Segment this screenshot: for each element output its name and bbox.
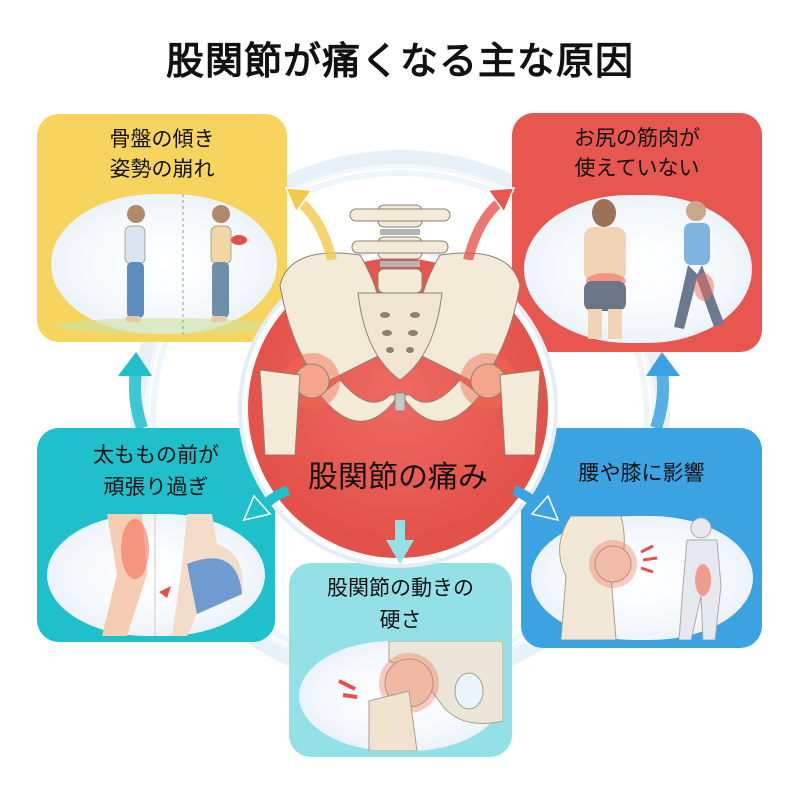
arrow-to-quads-icon bbox=[242, 485, 290, 522]
cause-label-line2: 硬さ bbox=[379, 608, 422, 632]
cause-card-glutes-unused: お尻の筋肉が 使えていない bbox=[512, 113, 762, 352]
hip-joint-closeup-icon bbox=[338, 640, 504, 752]
hip-spine-icon bbox=[559, 515, 722, 641]
cause-label-line1: お尻の筋肉が bbox=[574, 126, 700, 150]
cause-card-hip-stiffness: 股関節の動きの 硬さ bbox=[289, 563, 512, 757]
cause-card-back-knee-effect: 腰や膝に影響 bbox=[521, 428, 762, 648]
cause-label-line2: 使えていない bbox=[574, 156, 700, 180]
standing-figures-icon bbox=[54, 194, 274, 334]
cause-label-line1: 股関節の動きの bbox=[327, 576, 474, 600]
cause-label-line1: 骨盤の傾き bbox=[109, 127, 215, 151]
cause-label-line2: 姿勢の崩れ bbox=[109, 157, 215, 181]
posture-illustration bbox=[51, 194, 277, 334]
cause-label-line1: 腰や膝に影響 bbox=[578, 461, 705, 485]
cause-label-line1: 太ももの前が bbox=[93, 443, 219, 467]
arrow-to-pelvic-tilt-icon bbox=[284, 187, 337, 260]
arrow-to-glutes-icon bbox=[463, 187, 516, 260]
hip-joint-illustration bbox=[299, 640, 504, 752]
cause-card-pelvic-tilt: 骨盤の傾き 姿勢の崩れ bbox=[37, 114, 287, 342]
page-title: 股関節が痛くなる主な原因 bbox=[165, 39, 634, 83]
arrow-teal-up-icon bbox=[118, 352, 152, 428]
pelvis-icon bbox=[259, 204, 541, 455]
thigh-illustration bbox=[47, 514, 265, 636]
cause-card-quads-overworking: 太ももの前が 頑張り過ぎ bbox=[37, 428, 275, 642]
joint-spine-illustration bbox=[531, 515, 753, 641]
arrow-to-hip-stiffness-icon bbox=[386, 520, 414, 564]
gluteal-illustration bbox=[524, 195, 752, 343]
arrow-to-back-knee-icon bbox=[512, 485, 560, 522]
thigh-muscle-icon bbox=[102, 514, 243, 636]
walking-figures-icon bbox=[584, 199, 724, 339]
cause-label-line2: 頑張り過ぎ bbox=[103, 475, 209, 499]
arrow-blue-up-icon bbox=[646, 352, 680, 428]
center-label: 股関節の痛み bbox=[308, 460, 488, 495]
